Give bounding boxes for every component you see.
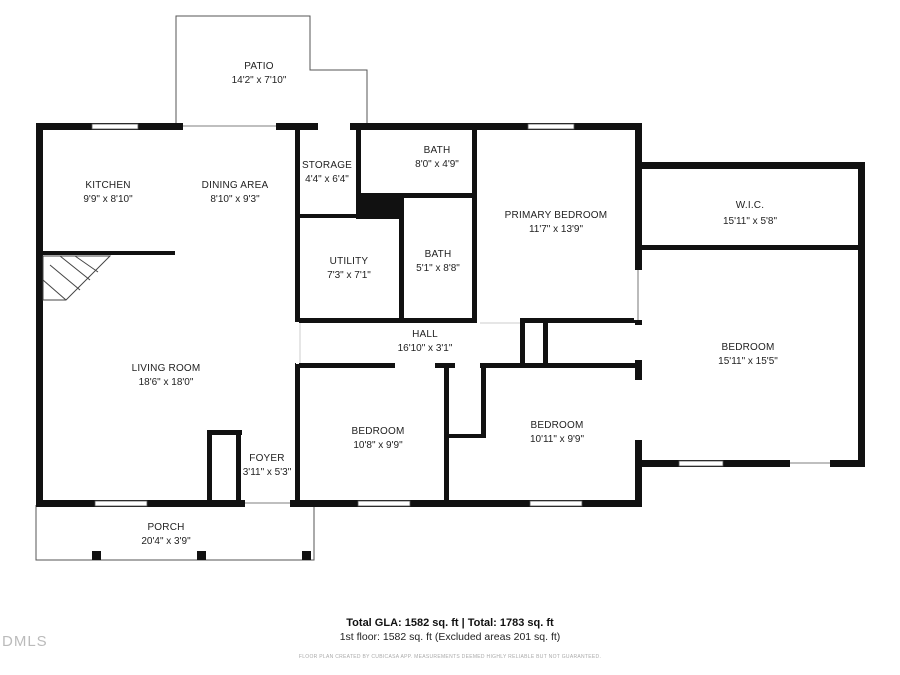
room-dim-bedroom-2: 10'11" x 9'9": [529, 434, 585, 445]
room-label-bath-1: BATH: [423, 145, 451, 156]
room-dim-hall: 16'10" x 3'1": [397, 343, 453, 354]
cubicasa-credit: FLOOR PLAN CREATED BY CUBICASA APP. MEAS…: [298, 654, 602, 660]
room-label-primary-bedroom: PRIMARY BEDROOM: [504, 210, 608, 221]
room-label-bedroom-1: BEDROOM: [351, 426, 405, 437]
exterior-walls: [36, 123, 865, 507]
room-dim-porch: 20'4" x 3'9": [141, 536, 191, 547]
porch-post: [302, 551, 311, 560]
room-dim-storage: 4'4" x 6'4": [305, 174, 349, 185]
dmls-watermark: DMLS: [2, 633, 48, 650]
total-area-summary: Total GLA: 1582 sq. ft | Total: 1783 sq.…: [346, 617, 554, 629]
room-label-foyer: FOYER: [249, 453, 285, 464]
room-dim-dining: 8'10" x 9'3": [210, 194, 260, 205]
room-dim-living-room: 18'6" x 18'0": [138, 377, 194, 388]
room-label-utility: UTILITY: [329, 256, 369, 267]
openings: [183, 122, 830, 508]
room-dim-bath-2: 5'1" x 8'8": [416, 263, 460, 274]
room-dim-kitchen: 9'9" x 8'10": [83, 194, 133, 205]
room-label-bedroom-east: BEDROOM: [721, 342, 775, 353]
room-dim-bedroom-1: 10'8" x 9'9": [353, 440, 403, 451]
room-dim-patio: 14'2" x 7'10": [231, 75, 287, 86]
windows: [91, 123, 724, 507]
room-label-wic: W.I.C.: [735, 200, 765, 211]
interior-walls: [43, 127, 862, 507]
floor-area-summary: 1st floor: 1582 sq. ft (Excluded areas 2…: [339, 631, 561, 643]
room-dim-bedroom-east: 15'11" x 15'5": [718, 356, 778, 367]
room-label-patio: PATIO: [244, 61, 274, 72]
room-label-kitchen: KITCHEN: [85, 180, 131, 191]
porch-outline: [35, 505, 315, 561]
room-label-hall: HALL: [412, 329, 438, 340]
room-label-porch: PORCH: [147, 522, 185, 533]
fireplace: [42, 255, 112, 301]
room-label-bedroom-2: BEDROOM: [530, 420, 584, 431]
porch-post: [92, 551, 101, 560]
room-dim-foyer: 3'11" x 5'3": [242, 467, 292, 478]
room-label-living-room: LIVING ROOM: [131, 363, 201, 374]
room-dim-bath-1: 8'0" x 4'9": [415, 159, 459, 170]
room-dim-utility: 7'3" x 7'1": [327, 270, 371, 281]
room-label-storage: STORAGE: [301, 160, 353, 171]
room-dim-wic: 15'11" x 5'8": [722, 216, 778, 227]
patio-outline: [175, 15, 368, 124]
room-label-bath-2: BATH: [424, 249, 452, 260]
room-dim-primary-bedroom: 11'7" x 13'9": [528, 224, 584, 235]
room-label-dining: DINING AREA: [201, 180, 269, 191]
porch-post: [197, 551, 206, 560]
